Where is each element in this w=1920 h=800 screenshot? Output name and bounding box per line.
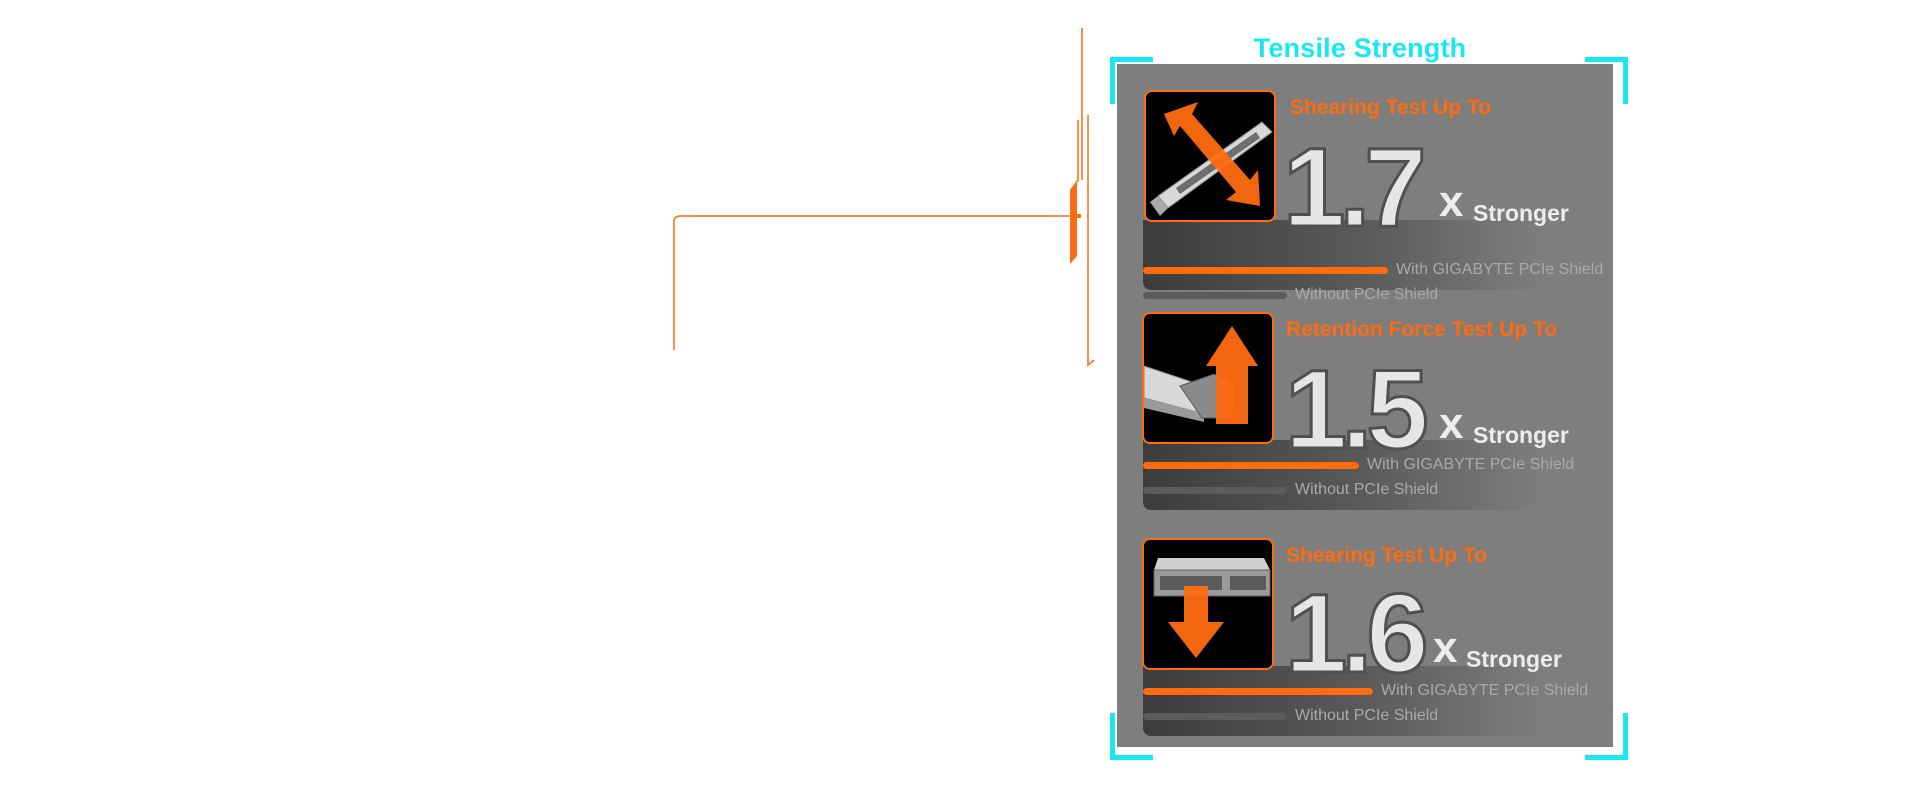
test-title: Retention Force Test Up To [1286, 318, 1558, 341]
test-card-retention: Retention Force Test Up To 1.5 x Stronge… [1142, 312, 1613, 512]
label-without-shield: Without PCIe Shield [1295, 286, 1439, 303]
arrow-down-icon [1142, 538, 1274, 670]
test-title: Shearing Test Up To [1286, 544, 1488, 567]
test-card-shearing-2: Shearing Test Up To 1.6 x Stronger With … [1142, 538, 1613, 738]
bar-with-shield [1143, 267, 1388, 274]
bar-without-shield [1143, 292, 1287, 299]
bar-with-shield [1143, 462, 1359, 469]
label-with-shield: With GIGABYTE PCIe Shield [1381, 682, 1589, 699]
test-title: Shearing Test Up To [1290, 96, 1492, 119]
bracket-top-left [1110, 57, 1153, 104]
label-without-shield: Without PCIe Shield [1295, 707, 1439, 724]
shear-arrow-icon [1144, 90, 1276, 222]
retention-arrow-up-icon [1142, 312, 1274, 444]
stronger-label: Stronger [1466, 646, 1562, 672]
bracket-bottom-left [1110, 713, 1153, 760]
stronger-label: Stronger [1473, 422, 1569, 448]
section-title: Tensile Strength [1253, 33, 1467, 63]
bracket-top-right [1585, 57, 1628, 104]
tensile-strength-panel: Shearing Test Up To 1.7 x Stronger With … [1117, 64, 1613, 747]
comparison-strip [1143, 220, 1543, 290]
stronger-label: Stronger [1473, 200, 1569, 226]
bar-without-shield [1143, 713, 1287, 720]
bar-without-shield [1143, 487, 1287, 494]
multiplier-x: x [1433, 623, 1458, 672]
bracket-bottom-right [1585, 713, 1628, 760]
strength-value: 1.7 [1282, 125, 1429, 250]
strength-value: 1.6 [1284, 571, 1431, 696]
strength-value: 1.5 [1284, 347, 1431, 472]
test-card-shearing-1: Shearing Test Up To 1.7 x Stronger With … [1143, 90, 1613, 303]
comparison-strip [1143, 666, 1543, 736]
label-with-shield: With GIGABYTE PCIe Shield [1396, 261, 1604, 278]
multiplier-x: x [1439, 177, 1464, 226]
bar-with-shield [1143, 688, 1373, 695]
multiplier-x: x [1439, 399, 1464, 448]
label-without-shield: Without PCIe Shield [1295, 481, 1439, 498]
label-with-shield: With GIGABYTE PCIe Shield [1367, 456, 1575, 473]
comparison-strip [1143, 440, 1543, 510]
